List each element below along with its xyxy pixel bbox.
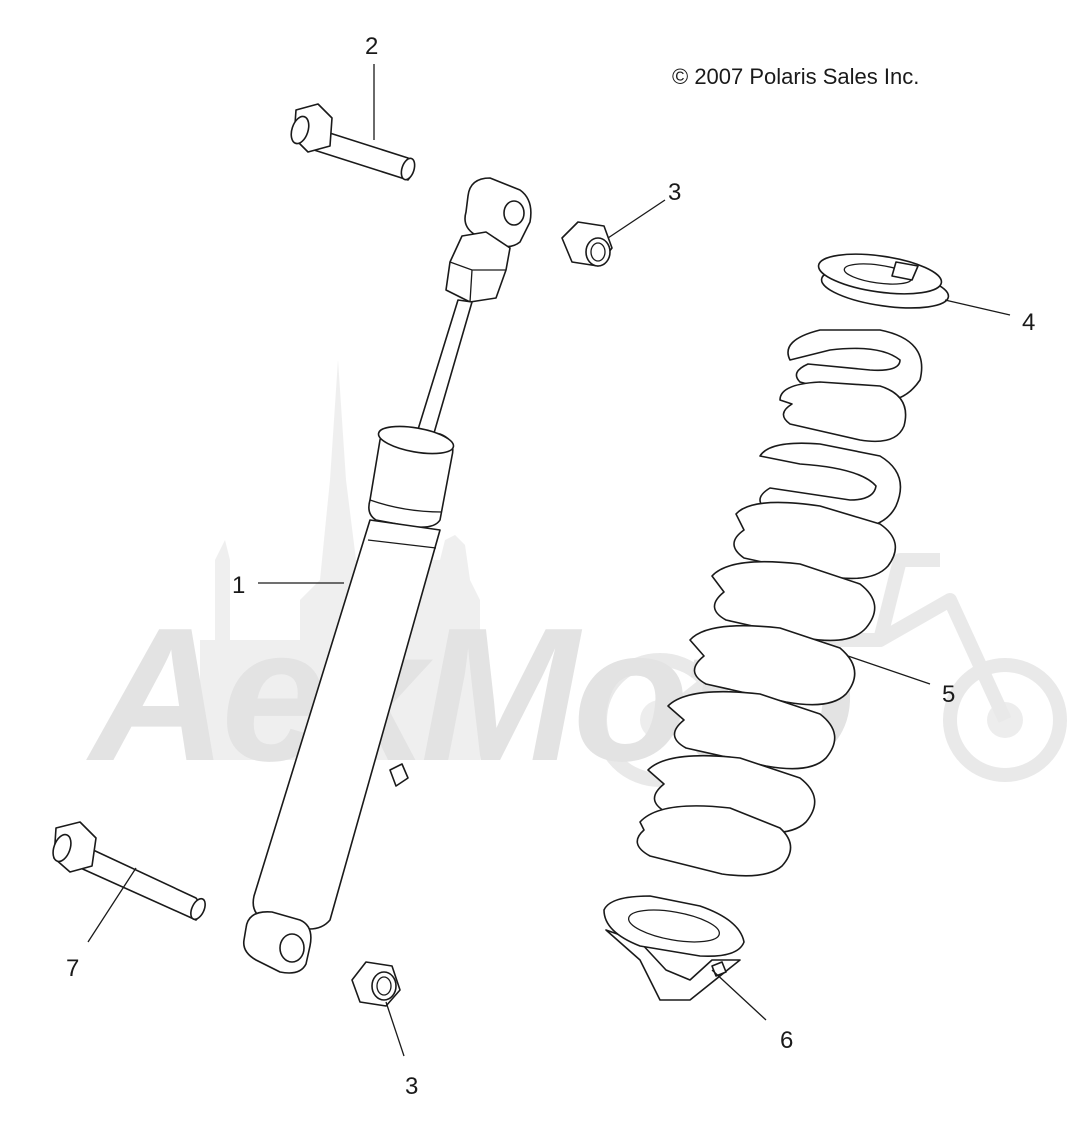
callout-7: 7 <box>66 955 79 982</box>
leader-3-upper <box>607 199 666 239</box>
callout-4: 4 <box>1022 309 1035 336</box>
lower-nut <box>351 961 401 1007</box>
callout-2: 2 <box>365 33 378 60</box>
callout-3-lower: 3 <box>405 1073 418 1100</box>
shock-absorber <box>242 177 532 974</box>
spring-seat-bottom <box>603 895 745 1001</box>
leader-lines <box>87 64 1011 1057</box>
spring-retainer-top <box>817 253 950 309</box>
copyright-text: © 2007 Polaris Sales Inc. <box>672 64 919 89</box>
callout-1: 1 <box>232 572 245 599</box>
upper-nut <box>561 221 613 267</box>
leader-4 <box>944 299 1011 316</box>
upper-bolt <box>290 103 416 181</box>
leader-3-lower <box>385 1001 405 1057</box>
leader-6 <box>711 969 767 1021</box>
coil-spring <box>636 329 923 877</box>
lower-bolt <box>52 821 206 921</box>
callout-5: 5 <box>942 681 955 708</box>
callout-3-upper: 3 <box>668 179 681 206</box>
leader-7 <box>87 867 137 943</box>
callout-6: 6 <box>780 1027 793 1054</box>
leader-5 <box>847 655 931 685</box>
